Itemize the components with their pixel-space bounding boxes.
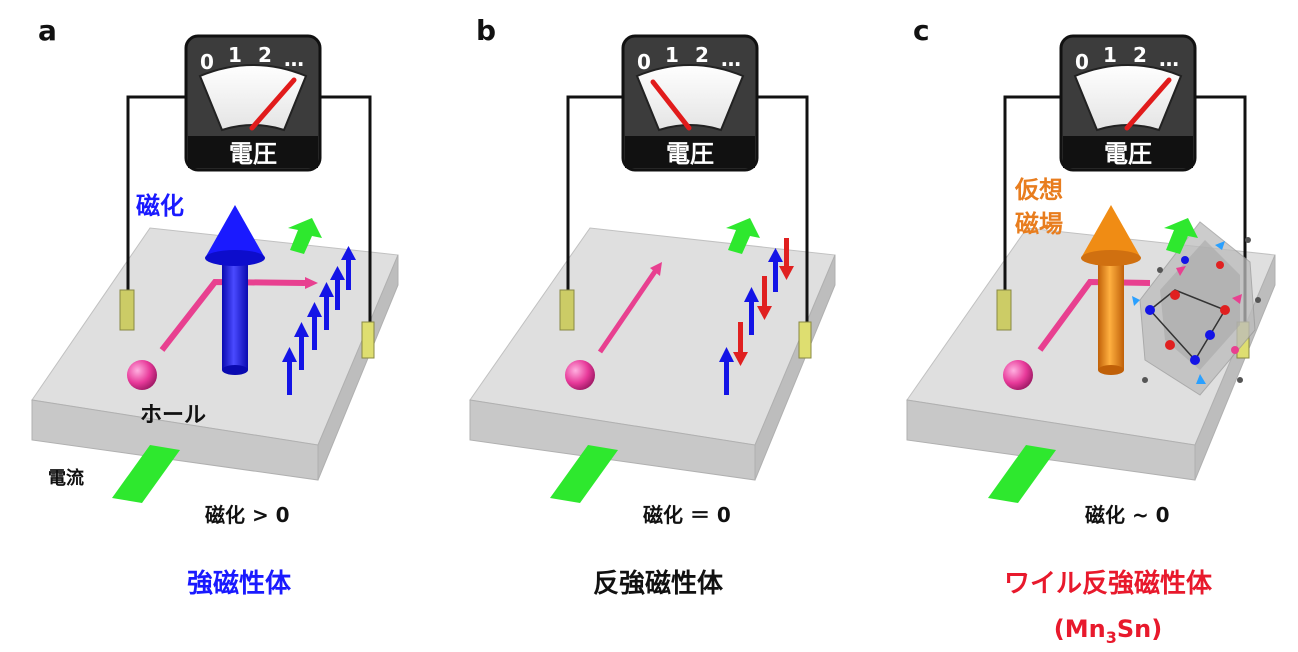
magnetization-caption: 磁化 > 0 <box>205 503 290 527</box>
wire-left <box>566 95 625 295</box>
svg-text:1: 1 <box>1103 43 1117 67</box>
electrode-right <box>798 321 812 359</box>
electrode-left <box>119 289 135 331</box>
svg-text:0: 0 <box>200 50 214 74</box>
voltmeter: 0 1 2 … 電圧 <box>621 34 759 172</box>
svg-text:1: 1 <box>665 43 679 67</box>
voltage-direction-arrow <box>288 218 322 254</box>
panel-a: a 0 1 2 … 電圧 <box>31 14 399 599</box>
panel-c: c 0 1 2 … 電圧 <box>906 14 1276 647</box>
magnetization-caption: 磁化 ＝ 0 <box>643 503 731 527</box>
spin-array <box>282 246 356 395</box>
voltmeter: 0 1 2 … 電圧 <box>1059 34 1197 172</box>
voltmeter: 0 1 2 … 電圧 <box>184 34 322 172</box>
svg-text:…: … <box>1159 47 1179 71</box>
svg-text:1: 1 <box>228 43 242 67</box>
material-title: ワイル反強磁性体 <box>1004 568 1213 599</box>
sample-slab <box>469 227 836 481</box>
hole-label: ホール <box>140 403 206 428</box>
meter-needle <box>650 79 692 131</box>
virtual-field-label-2: 磁場 <box>1015 210 1063 238</box>
magnetization-caption: 磁化 ~ 0 <box>1085 503 1170 527</box>
hole-sphere <box>1003 360 1033 390</box>
panel-letter: a <box>38 14 57 47</box>
current-arrow <box>988 445 1056 503</box>
current-arrow <box>112 445 180 503</box>
hole-sphere <box>127 360 157 390</box>
panel-letter: b <box>476 14 496 47</box>
spin-array <box>719 238 794 395</box>
hole-trajectory <box>597 268 659 354</box>
virtual-field-arrow <box>1081 205 1141 375</box>
material-formula: (Mn3Sn) <box>1054 615 1162 647</box>
svg-text:2: 2 <box>695 43 709 67</box>
hole-trajectory <box>1037 278 1151 352</box>
svg-text:0: 0 <box>1075 50 1089 74</box>
wire-right <box>320 95 372 335</box>
virtual-field-label-1: 仮想 <box>1014 176 1063 204</box>
hole-trajectory <box>159 278 306 352</box>
wire-left <box>1003 95 1062 295</box>
current-arrow <box>550 445 618 503</box>
hole-sphere <box>565 360 595 390</box>
meter-label: 電圧 <box>666 140 714 168</box>
current-label: 電流 <box>48 467 84 489</box>
wire-right <box>757 95 809 335</box>
electrode-left <box>559 289 575 331</box>
magnetization-arrow <box>205 205 265 375</box>
electrode-right <box>361 321 375 359</box>
magnetization-label: 磁化 <box>136 192 184 220</box>
svg-text:…: … <box>284 47 304 71</box>
svg-text:0: 0 <box>637 50 651 74</box>
wire-left <box>126 95 188 295</box>
meter-label: 電圧 <box>229 140 277 168</box>
meter-needle <box>1124 77 1172 131</box>
panel-letter: c <box>913 14 930 47</box>
svg-text:2: 2 <box>258 43 272 67</box>
svg-text:…: … <box>721 47 741 71</box>
panel-b: b 0 1 2 … 電圧 <box>469 14 836 599</box>
svg-text:2: 2 <box>1133 43 1147 67</box>
crystal-lattice <box>1132 221 1261 396</box>
material-title: 反強磁性体 <box>593 568 724 599</box>
meter-needle <box>249 77 297 131</box>
wire-right <box>1196 95 1247 335</box>
meter-label: 電圧 <box>1104 140 1152 168</box>
electrode-left <box>996 289 1012 331</box>
voltage-direction-arrow <box>726 218 760 254</box>
voltage-direction-arrow <box>1164 218 1198 254</box>
sample-slab <box>31 227 399 481</box>
material-title: 強磁性体 <box>187 568 292 599</box>
